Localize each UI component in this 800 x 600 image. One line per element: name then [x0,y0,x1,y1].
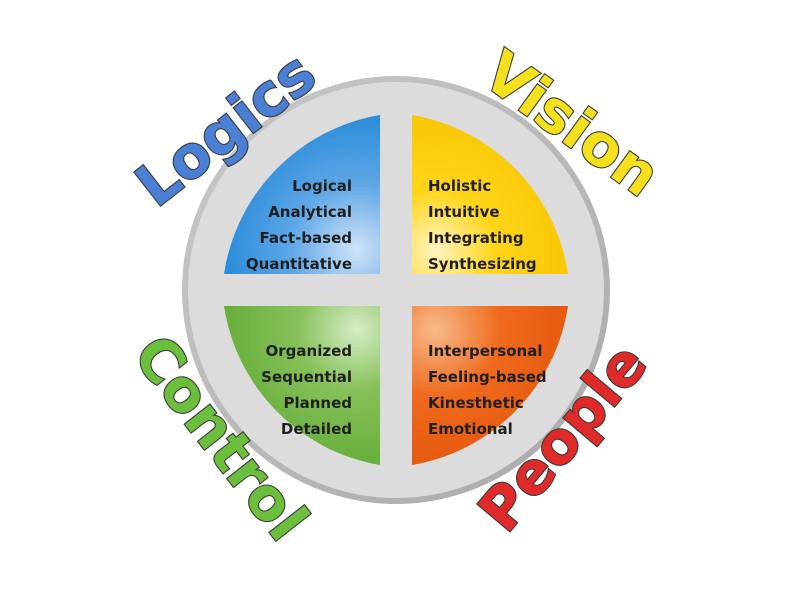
trait-holistic: Holistic [428,177,491,195]
people-traits: Interpersonal Feeling-based Kinesthetic … [428,342,547,438]
logics-traits: Logical Analytical Fact-based Quantitati… [246,177,352,273]
quadrant-control [224,306,380,465]
quadrant-logics [224,115,380,274]
trait-quantitative: Quantitative [246,255,352,273]
trait-organized: Organized [266,342,352,360]
trait-detailed: Detailed [281,420,352,438]
quadrant-vision [412,115,568,274]
trait-feeling-based: Feeling-based [428,368,547,386]
vision-traits: Holistic Intuitive Integrating Synthesiz… [428,177,537,273]
control-traits: Organized Sequential Planned Detailed [261,342,352,438]
trait-interpersonal: Interpersonal [428,342,543,360]
trait-emotional: Emotional [428,420,513,438]
trait-fact-based: Fact-based [260,229,352,247]
trait-planned: Planned [283,394,352,412]
trait-integrating: Integrating [428,229,524,247]
quadrant-people [412,306,568,465]
trait-sequential: Sequential [261,368,352,386]
trait-analytical: Analytical [268,203,352,221]
trait-intuitive: Intuitive [428,203,500,221]
trait-kinesthetic: Kinesthetic [428,394,524,412]
trait-logical: Logical [292,177,352,195]
trait-synthesizing: Synthesizing [428,255,537,273]
